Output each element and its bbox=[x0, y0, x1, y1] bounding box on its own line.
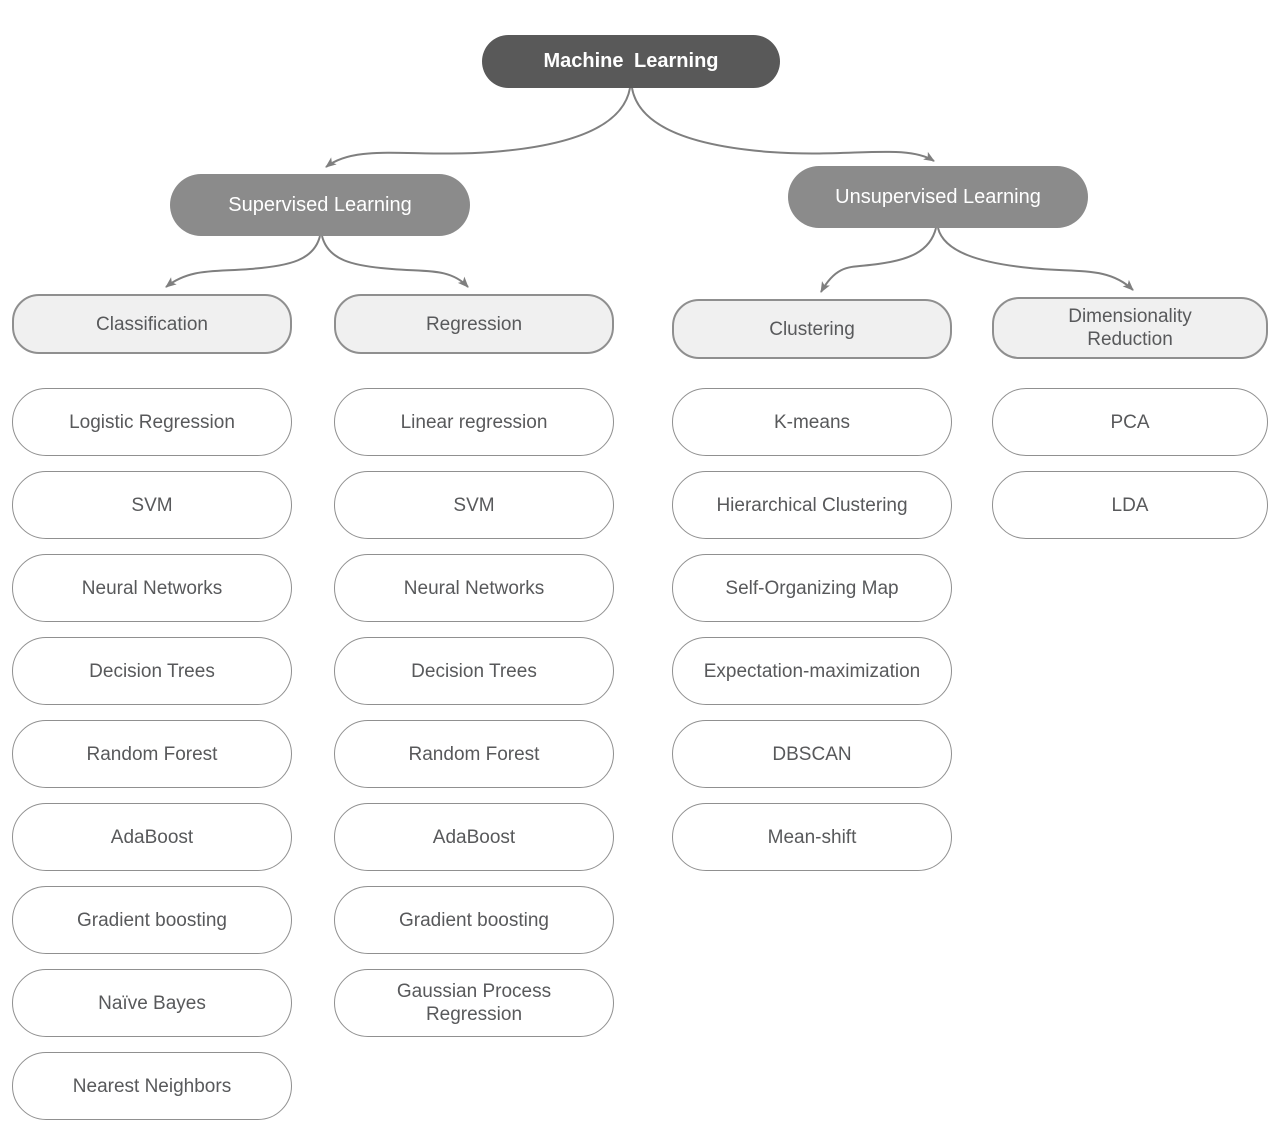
node-supervised-learning: Supervised Learning bbox=[170, 174, 470, 236]
leaf-gradient-boosting-classification: Gradient boosting bbox=[12, 886, 292, 954]
leaf-decision-trees-regression: Decision Trees bbox=[334, 637, 614, 705]
edge-unsupervised-to-dimreduction bbox=[937, 227, 1134, 291]
leaf-decision-trees-classification: Decision Trees bbox=[12, 637, 292, 705]
leaf-self-organizing-map: Self-Organizing Map bbox=[672, 554, 952, 622]
edge-supervised-to-classification bbox=[165, 235, 321, 288]
leaf-svm-regression: SVM bbox=[334, 471, 614, 539]
node-dimensionality-reduction: Dimensionality Reduction bbox=[992, 297, 1268, 359]
node-classification: Classification bbox=[12, 294, 292, 354]
leaf-adaboost-classification: AdaBoost bbox=[12, 803, 292, 871]
node-machine-learning: Machine Learning bbox=[482, 35, 780, 88]
leaf-nearest-neighbors: Nearest Neighbors bbox=[12, 1052, 292, 1120]
leaf-adaboost-regression: AdaBoost bbox=[334, 803, 614, 871]
leaf-gradient-boosting-regression: Gradient boosting bbox=[334, 886, 614, 954]
leaf-linear-regression: Linear regression bbox=[334, 388, 614, 456]
leaf-random-forest-regression: Random Forest bbox=[334, 720, 614, 788]
leaf-neural-networks-classification: Neural Networks bbox=[12, 554, 292, 622]
edge-supervised-to-regression bbox=[321, 235, 469, 288]
column-dimensionality-reduction: PCA LDA bbox=[992, 388, 1268, 539]
leaf-svm-classification: SVM bbox=[12, 471, 292, 539]
column-classification: Logistic Regression SVM Neural Networks … bbox=[12, 388, 292, 1120]
edge-unsupervised-to-clustering bbox=[820, 227, 937, 293]
leaf-expectation-maximization: Expectation-maximization bbox=[672, 637, 952, 705]
leaf-mean-shift: Mean-shift bbox=[672, 803, 952, 871]
node-unsupervised-learning: Unsupervised Learning bbox=[788, 166, 1088, 228]
node-regression: Regression bbox=[334, 294, 614, 354]
leaf-dbscan: DBSCAN bbox=[672, 720, 952, 788]
leaf-neural-networks-regression: Neural Networks bbox=[334, 554, 614, 622]
leaf-naive-bayes: Naïve Bayes bbox=[12, 969, 292, 1037]
leaf-k-means: K-means bbox=[672, 388, 952, 456]
node-clustering: Clustering bbox=[672, 299, 952, 359]
leaf-random-forest-classification: Random Forest bbox=[12, 720, 292, 788]
leaf-hierarchical-clustering: Hierarchical Clustering bbox=[672, 471, 952, 539]
edge-root-to-unsupervised bbox=[631, 87, 935, 162]
leaf-gaussian-process-regression: Gaussian Process Regression bbox=[334, 969, 614, 1037]
column-regression: Linear regression SVM Neural Networks De… bbox=[334, 388, 614, 1037]
leaf-logistic-regression: Logistic Regression bbox=[12, 388, 292, 456]
leaf-pca: PCA bbox=[992, 388, 1268, 456]
column-clustering: K-means Hierarchical Clustering Self-Org… bbox=[672, 388, 952, 871]
edge-root-to-supervised bbox=[325, 87, 631, 168]
leaf-lda: LDA bbox=[992, 471, 1268, 539]
